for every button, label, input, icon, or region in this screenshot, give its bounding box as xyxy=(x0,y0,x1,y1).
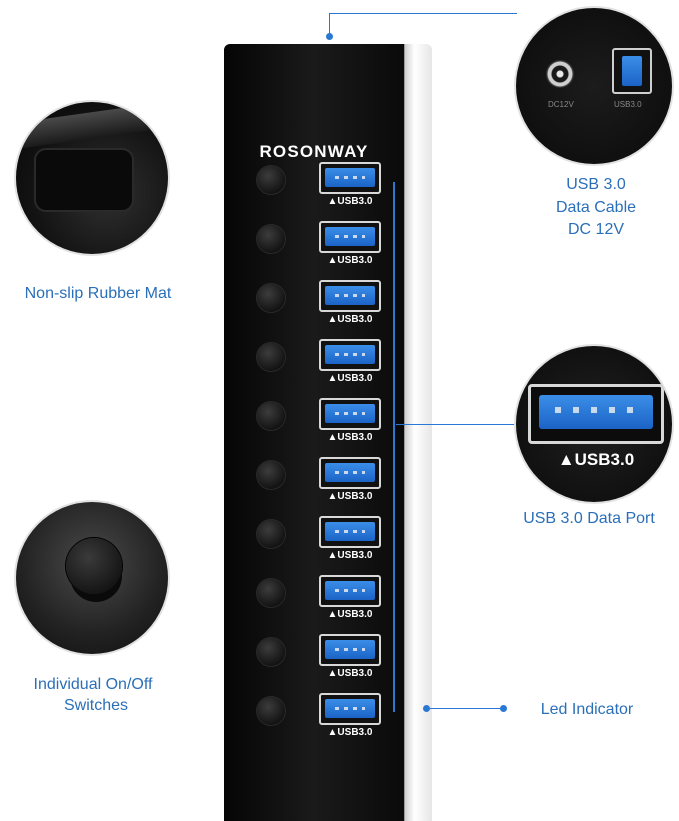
power-switch-knob xyxy=(66,538,122,594)
usb-hub: ROSONWAY ▲USB3.0 ▲USB3.0 ▲USB3.0 ▲USB3.0 ▲US… xyxy=(224,44,432,821)
usb-port-10[interactable] xyxy=(319,693,381,725)
usb-port-3[interactable] xyxy=(319,280,381,312)
caption-switches-line2: Switches xyxy=(63,697,129,714)
usb-port-2[interactable] xyxy=(319,221,381,253)
caption-data-port: USB 3.0 Data Port xyxy=(523,510,655,527)
callout-dot-cable xyxy=(326,33,333,40)
callout-dot-led-left xyxy=(423,705,430,712)
usb-port-label-6: ▲USB3.0 xyxy=(327,491,373,502)
dc-label: DC12V xyxy=(548,100,574,109)
power-switch-9[interactable] xyxy=(257,638,285,666)
rubber-mat-inset xyxy=(14,100,170,256)
caption-rubber-mat: Non-slip Rubber Mat xyxy=(24,285,172,302)
caption-cable-line2: Data Cable xyxy=(555,199,637,216)
usb-b-port-icon xyxy=(612,48,652,94)
power-switch-10[interactable] xyxy=(257,697,285,725)
caption-cable-line3: DC 12V xyxy=(567,221,625,238)
usb-port-label-10: ▲USB3.0 xyxy=(327,727,373,738)
power-switch-3[interactable] xyxy=(257,284,285,312)
usb-port-1[interactable] xyxy=(319,162,381,194)
zoomed-port-label: ▲USB3.0 xyxy=(557,450,635,469)
usb-port-label-4: ▲USB3.0 xyxy=(327,373,373,384)
usb-port-label-1: ▲USB3.0 xyxy=(327,196,373,207)
brand-logo: ROSONWAY xyxy=(259,142,369,161)
data-port-inset: ▲USB3.0 xyxy=(514,344,674,504)
callout-dot-led-right xyxy=(500,705,507,712)
power-switch-7[interactable] xyxy=(257,520,285,548)
caption-cable-line1: USB 3.0 xyxy=(566,176,626,193)
power-switch-6[interactable] xyxy=(257,461,285,489)
caption-led: Led Indicator xyxy=(540,701,634,718)
power-switch-1[interactable] xyxy=(257,166,285,194)
zoomed-usb-port xyxy=(528,384,664,444)
usb-port-label-8: ▲USB3.0 xyxy=(327,609,373,620)
usb-port-5[interactable] xyxy=(319,398,381,430)
callout-line-port xyxy=(396,424,516,425)
usb-port-label-3: ▲USB3.0 xyxy=(327,314,373,325)
usb-port-8[interactable] xyxy=(319,575,381,607)
cable-ports-inset: DC12V USB3.0 xyxy=(514,6,674,166)
usb-port-7[interactable] xyxy=(319,516,381,548)
switch-inset xyxy=(14,500,170,656)
usb-port-label-2: ▲USB3.0 xyxy=(327,255,373,266)
hub-side-panel xyxy=(404,44,432,821)
power-switch-2[interactable] xyxy=(257,225,285,253)
power-switch-5[interactable] xyxy=(257,402,285,430)
usb-port-9[interactable] xyxy=(319,634,381,666)
power-switch-4[interactable] xyxy=(257,343,285,371)
rubber-mat-pad xyxy=(36,150,132,210)
rubber-mat-edge xyxy=(16,102,168,149)
power-switch-8[interactable] xyxy=(257,579,285,607)
dc-jack-icon xyxy=(546,60,574,88)
usb-port-label-5: ▲USB3.0 xyxy=(327,432,373,443)
usb-port-4[interactable] xyxy=(319,339,381,371)
callout-line-cable-horizontal xyxy=(329,13,517,14)
usb-port-label-9: ▲USB3.0 xyxy=(327,668,373,679)
callout-line-cable-vertical xyxy=(329,13,330,37)
usb-port-label-7: ▲USB3.0 xyxy=(327,550,373,561)
led-indicator-strip xyxy=(393,182,395,712)
usb-b-label: USB3.0 xyxy=(614,100,642,109)
caption-switches-line1: Individual On/Off xyxy=(33,676,153,693)
callout-line-led xyxy=(428,708,506,709)
usb-port-6[interactable] xyxy=(319,457,381,489)
